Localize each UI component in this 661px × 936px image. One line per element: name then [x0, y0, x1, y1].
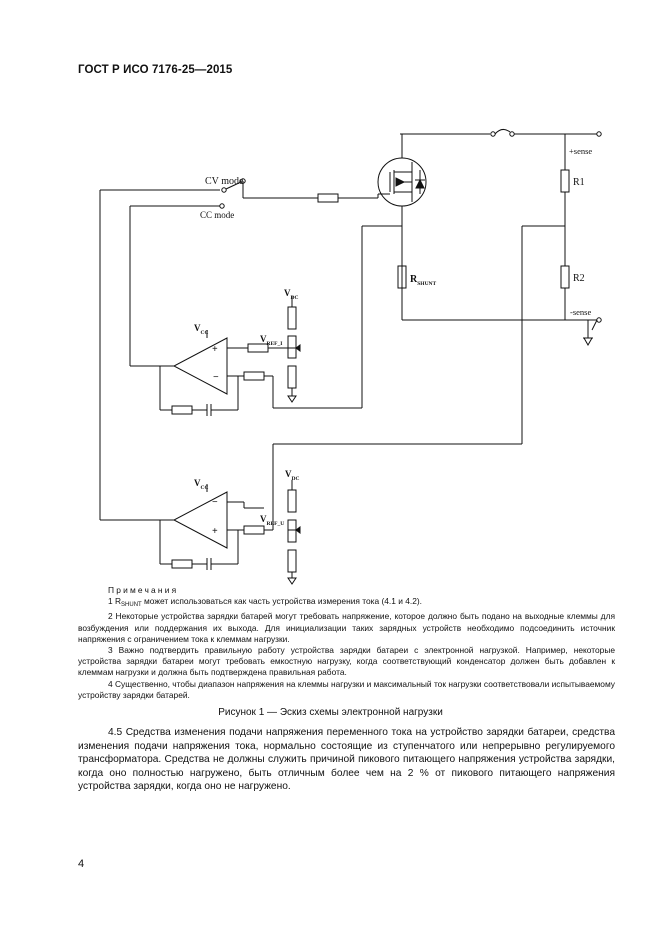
document-header: ГОСТ Р ИСО 7176-25—2015 [78, 64, 233, 76]
sense-plus-label: +sense [569, 146, 592, 156]
notes-title: Примечания [108, 585, 179, 595]
note-3: 3 Важно подтвердить правильную работу ус… [78, 645, 615, 678]
vref-i-label: VREF_I [260, 334, 282, 347]
paragraph-4-5: 4.5 Средства изменения подачи напряжения… [78, 727, 615, 793]
figure-caption: Рисунок 1 — Эскиз схемы электронной нагр… [218, 707, 443, 718]
page-number: 4 [78, 858, 85, 870]
circuit-diagram: CV mode CC mode +sense -sense R1 R2 RSHU… [99, 128, 602, 585]
body-text: 4.5 Средства изменения подачи напряжения… [78, 726, 615, 794]
vref-u-label: VREF_U [260, 514, 284, 527]
opamp1-minus: − [213, 372, 219, 383]
rshunt-label: RSHUNT [410, 274, 437, 287]
opamp2-minus: − [212, 497, 218, 508]
opamp1-plus: + [212, 344, 218, 355]
vdc-label-1: VDC [284, 288, 298, 301]
figure-notes: Примечания 1 RSHUNT может использоваться… [78, 585, 615, 701]
cv-mode-label: CV mode [205, 176, 244, 187]
vcc-label-2: VCC [194, 478, 208, 491]
opamp2-plus: + [212, 526, 218, 537]
note-4: 4 Существенно, чтобы диапазон напряжения… [78, 678, 615, 700]
sense-minus-label: -sense [570, 307, 591, 317]
cc-mode-label: CC mode [200, 210, 234, 220]
vcc-label-1: VCC [194, 323, 208, 336]
r1-label: R1 [573, 177, 585, 188]
note-1: 1 RSHUNT может использоваться как часть … [108, 596, 422, 609]
vdc-label-2: VDC [285, 469, 299, 482]
r2-label: R2 [573, 273, 585, 284]
note-2: 2 Некоторые устройства зарядки батарей м… [78, 611, 615, 644]
